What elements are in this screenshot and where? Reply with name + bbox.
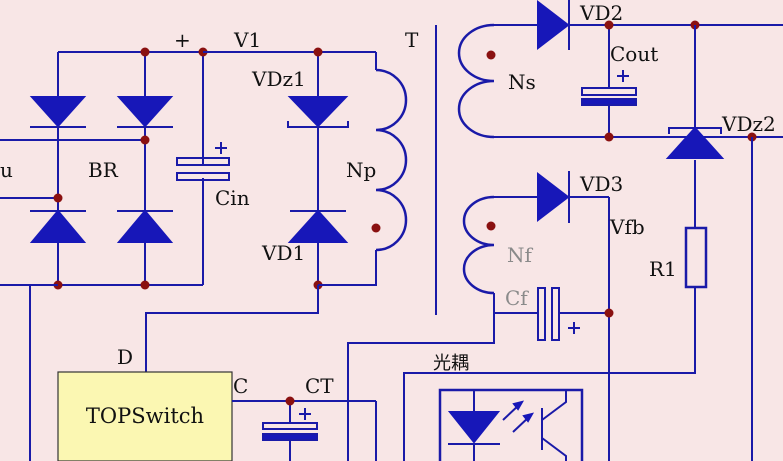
label-v1: V1 [233, 28, 261, 52]
bridge-diode-4 [116, 209, 174, 243]
label-vd3: VD3 [579, 172, 623, 196]
bridge-frame [57, 51, 203, 286]
bridge-diode-1 [29, 96, 87, 128]
label-vdz2: VDz2 [721, 112, 776, 136]
label-c: C [233, 374, 248, 398]
label-vd1: VD1 [261, 241, 305, 265]
label-vdz1: VDz1 [251, 67, 306, 91]
label-topswitch: TOPSwitch [86, 404, 204, 428]
input-capacitor [176, 47, 230, 285]
label-ns: Ns [508, 70, 536, 94]
label-plus-top: + [174, 28, 191, 52]
label-r1: R1 [649, 257, 677, 281]
diode-vd1 [287, 209, 349, 243]
label-vd2: VD2 [579, 1, 623, 25]
label-optocoupler: 光耦 [433, 353, 469, 374]
diode-vd2 [537, 0, 570, 51]
topswitch-chip [57, 371, 233, 461]
label-cf: Cf [505, 286, 529, 310]
secondary-output [457, 0, 783, 142]
capacitor-cf [537, 287, 580, 341]
feedback-zener-branch [403, 25, 753, 461]
output-capacitor [581, 25, 637, 137]
label-u: u [0, 158, 13, 182]
label-np: Np [346, 158, 376, 182]
label-cin: Cin [215, 186, 250, 210]
resistor-r1 [684, 226, 708, 289]
zener-vdz1 [287, 96, 349, 128]
optocoupler [438, 388, 584, 461]
ac-input-wires [0, 139, 145, 199]
clamp-network [203, 47, 377, 290]
label-vfb: Vfb [609, 215, 645, 239]
label-cout: Cout [610, 42, 658, 66]
label-t: T [405, 28, 419, 52]
topswitch-block [29, 285, 377, 461]
bridge-diode-3 [29, 209, 87, 243]
diode-vd3 [537, 171, 570, 223]
bridge-rectifier [0, 47, 203, 290]
zener-vdz2 [665, 126, 725, 159]
bridge-diode-2 [116, 96, 174, 128]
label-br: BR [88, 158, 119, 182]
label-nf: Nf [507, 243, 534, 267]
label-d: D [117, 345, 133, 369]
label-ct: CT [305, 374, 334, 398]
